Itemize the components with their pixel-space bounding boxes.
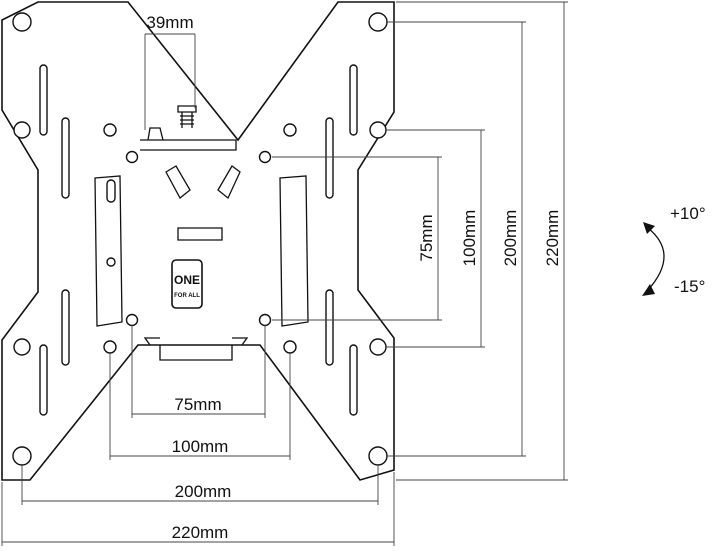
logo-badge (171, 259, 203, 309)
mounting-plate (1, 1, 395, 481)
center-plate (140, 127, 249, 361)
tilt-arc (647, 227, 665, 291)
vesa-holes-200 (13, 121, 387, 356)
hole-100-tl (103, 123, 117, 137)
dim-v-100-label: 100mm (460, 210, 479, 267)
hole-75-br (258, 313, 272, 327)
dim-v-75-label: 75mm (417, 214, 436, 261)
dim-v-220-label: 220mm (543, 210, 562, 267)
center-lower-slot (177, 227, 223, 241)
mounting-slots (39, 64, 358, 416)
dim-h-220-label: 220mm (172, 523, 229, 542)
hole-100-tr (283, 123, 297, 137)
hole-100-bl (103, 340, 117, 354)
center-window-right (217, 165, 241, 200)
right-bracket (279, 175, 309, 327)
knob-thread (180, 115, 194, 125)
hole-75-tr (258, 150, 272, 164)
knob-head (177, 105, 197, 113)
hole-220-bl (12, 446, 32, 466)
tilt-arrow-up-icon (643, 222, 655, 234)
slot-right-mid-lower (325, 289, 334, 366)
slot-right-upper (349, 64, 358, 136)
brand-logo: ONE FOR ALL (171, 259, 203, 309)
hole-220-tr (368, 12, 388, 32)
slot-right-mid-upper (325, 117, 334, 199)
center-bottom-bracket (159, 345, 233, 361)
hole-220-tl (12, 12, 32, 32)
hole-220-br (368, 446, 388, 466)
logo-text-for-all: FOR ALL (174, 293, 200, 299)
tilt-indicator: +10° -15° (642, 204, 706, 296)
tilt-arrow-down-icon (642, 284, 655, 296)
horizontal-dimensions: 75mm 100mm 200mm 220mm (1, 325, 395, 546)
slot-left-mid-upper (61, 117, 70, 199)
top-offset-label: 39mm (146, 13, 193, 32)
center-top-ledge (140, 139, 237, 151)
center-bottom-lip-left (143, 337, 160, 346)
left-bracket-slot-top (106, 179, 116, 203)
hole-75-bl (125, 313, 139, 327)
left-bracket-hole (106, 257, 116, 267)
hole-200-tl (13, 121, 31, 139)
slot-left-upper (39, 64, 48, 136)
slot-right-lower (349, 344, 358, 416)
hole-200-tr (369, 121, 387, 139)
tilt-up-label: +10° (670, 204, 706, 223)
vertical-dimensions: 75mm 100mm 200mm 220mm (272, 1, 568, 481)
hole-200-bl (13, 338, 31, 356)
dim-v-200-label: 200mm (501, 210, 520, 267)
dim-h-200-label: 200mm (175, 482, 232, 501)
center-window-left (165, 165, 191, 199)
hole-75-tl (125, 150, 139, 164)
slot-left-lower (39, 344, 48, 416)
dim-h-75-label: 75mm (174, 395, 221, 414)
hole-200-br (369, 338, 387, 356)
dim-h-100-label: 100mm (172, 437, 229, 456)
center-tab-left (147, 127, 164, 141)
tilt-down-label: -15° (674, 277, 705, 296)
center-bottom-lip-right (232, 337, 249, 346)
logo-text-one: ONE (174, 273, 200, 287)
vesa-holes-100 (103, 123, 297, 354)
dimension-top-offset: 39mm (144, 13, 196, 130)
left-bracket (94, 175, 123, 327)
tilt-knob (177, 105, 197, 128)
hole-100-br (283, 340, 297, 354)
slot-left-mid-lower (61, 289, 70, 366)
